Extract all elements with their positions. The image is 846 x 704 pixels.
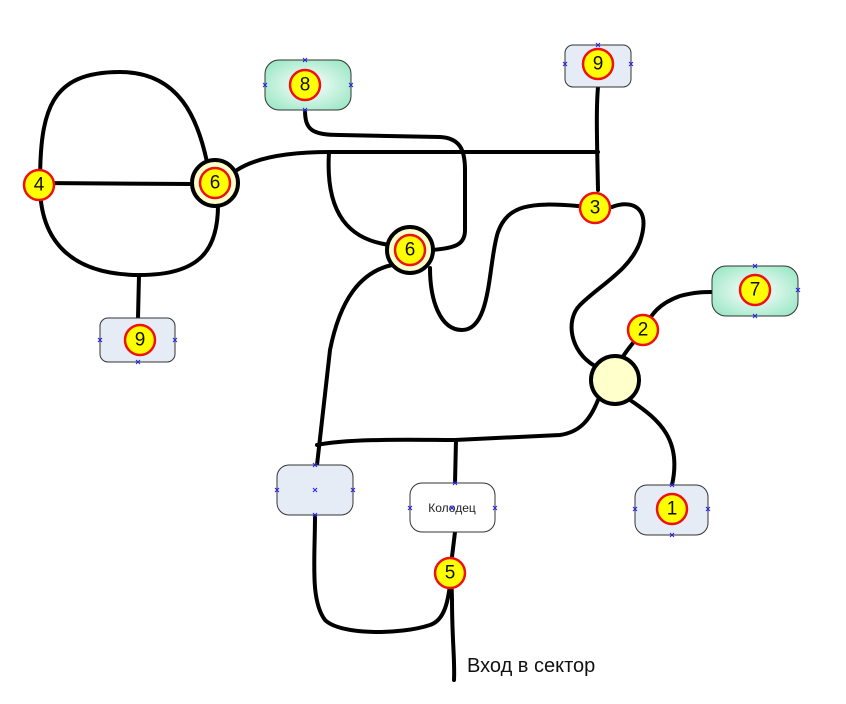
svg-text:8: 8 bbox=[300, 75, 311, 96]
badge-8: 8 bbox=[288, 68, 322, 102]
badge-5[interactable]: 5 bbox=[433, 556, 467, 590]
svg-text:9: 9 bbox=[135, 330, 146, 351]
svg-text:9: 9 bbox=[593, 54, 604, 75]
svg-text:3: 3 bbox=[590, 198, 601, 219]
wire-center-3 bbox=[428, 202, 580, 333]
box-top-right[interactable]: 9 bbox=[564, 44, 632, 88]
badge-4[interactable]: 4 bbox=[22, 168, 56, 202]
wire-4-6 bbox=[38, 181, 194, 186]
box-right-green[interactable]: 7 bbox=[711, 265, 799, 317]
wire-9-3 bbox=[594, 85, 600, 192]
svg-text:2: 2 bbox=[638, 320, 649, 341]
wire-8-center-hub bbox=[303, 108, 467, 252]
svg-text:6: 6 bbox=[405, 240, 416, 261]
badge-9-top: 9 bbox=[581, 47, 615, 81]
badge-1: 1 bbox=[655, 492, 689, 526]
wire-3-big-hub bbox=[569, 202, 646, 368]
badge-6-center: 6 bbox=[393, 233, 427, 267]
badge-7: 7 bbox=[738, 273, 772, 307]
svg-text:5: 5 bbox=[445, 563, 456, 584]
wire-well-entry bbox=[448, 530, 457, 682]
wire-hub-2-7 bbox=[620, 290, 714, 360]
box-bottom-right[interactable]: 1 bbox=[634, 484, 709, 536]
connection-points bbox=[97, 42, 801, 538]
wire-loop-top bbox=[38, 69, 209, 187]
wire-to-left-box bbox=[136, 273, 141, 320]
badge-3[interactable]: 3 bbox=[578, 191, 612, 225]
svg-text:6: 6 bbox=[210, 173, 221, 194]
wire-loop-bottom bbox=[38, 183, 220, 278]
wire-to-well bbox=[453, 438, 458, 485]
svg-text:7: 7 bbox=[750, 280, 761, 301]
badge-9-left: 9 bbox=[123, 323, 157, 357]
connections bbox=[38, 69, 714, 682]
wire-empty-box-5 bbox=[312, 513, 452, 634]
hub-center[interactable]: 6 bbox=[385, 225, 435, 275]
hub-left[interactable]: 6 bbox=[190, 158, 240, 208]
wire-hub-1 bbox=[628, 398, 677, 487]
badge-2[interactable]: 2 bbox=[626, 313, 660, 347]
wire-top-horizontal bbox=[235, 150, 600, 172]
wire-horizontal-lower bbox=[315, 398, 600, 447]
entry-label: Вход в сектор bbox=[467, 655, 595, 677]
box-left[interactable]: 9 bbox=[99, 317, 176, 363]
wire-center-down bbox=[315, 263, 394, 467]
badge-6-left: 6 bbox=[198, 166, 232, 200]
svg-text:4: 4 bbox=[34, 175, 45, 196]
wire-arc-to-center-hub bbox=[326, 150, 392, 247]
hub-big[interactable] bbox=[589, 354, 641, 406]
svg-text:1: 1 bbox=[667, 499, 678, 520]
box-top-green[interactable]: 8 bbox=[264, 59, 352, 111]
